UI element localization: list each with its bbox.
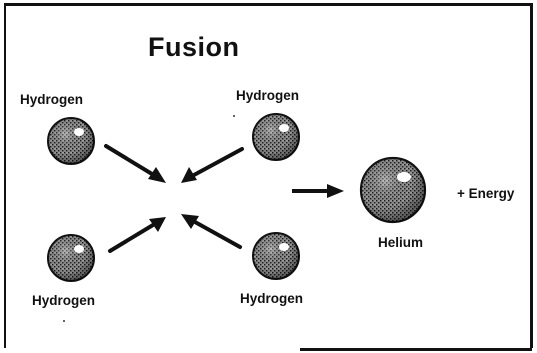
arrow-bottom-left-to-center bbox=[110, 217, 166, 251]
scan-speck bbox=[233, 115, 235, 117]
arrow-to-helium bbox=[292, 184, 344, 198]
hydrogen-atom-top-left bbox=[48, 118, 94, 164]
hydrogen-atom-bottom-left bbox=[48, 235, 94, 281]
scan-speck bbox=[63, 320, 65, 322]
arrow-top-left-to-center bbox=[106, 146, 166, 183]
arrow-bottom-right-to-center bbox=[181, 214, 240, 247]
hydrogen-atom-top-right bbox=[253, 114, 299, 160]
helium-atom bbox=[361, 158, 425, 222]
hydrogen-atom-bottom-right bbox=[253, 233, 299, 279]
arrow-top-right-to-center bbox=[181, 149, 242, 183]
